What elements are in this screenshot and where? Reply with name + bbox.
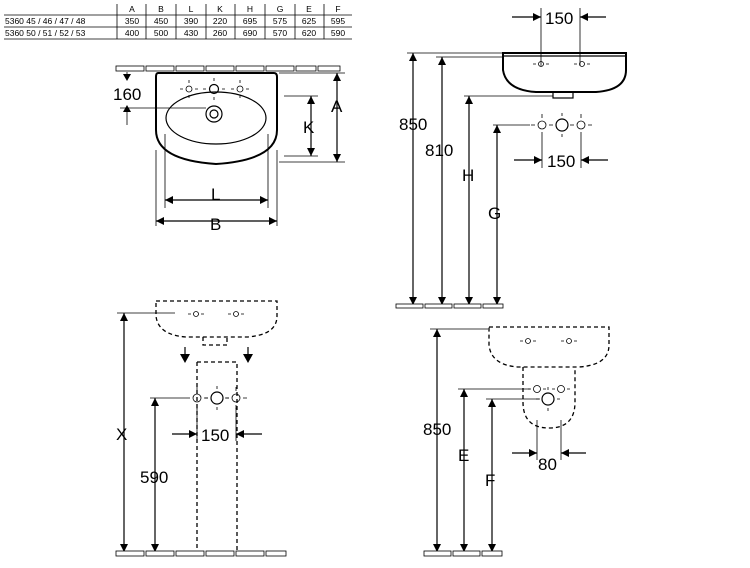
tap-hole-icon (228, 311, 244, 317)
drain-icon (205, 105, 223, 123)
row1-a: 350 (125, 16, 139, 26)
dim-850-side: 850 (399, 115, 427, 134)
row1-e: 625 (302, 16, 316, 26)
dim-160: 160 (113, 85, 141, 104)
drain-outlet (552, 91, 574, 99)
wall-strip-top (115, 65, 341, 72)
tap-hole-icon (574, 61, 590, 67)
semipedestal-dashed-outline (522, 367, 576, 429)
tap-hole-icon (231, 80, 249, 98)
label-x: X (116, 425, 127, 444)
pedestal-dashed-outline (196, 361, 238, 552)
tap-hole-icon (188, 311, 204, 317)
floor-strip-semipedestal (423, 550, 503, 557)
row2-f: 590 (331, 28, 345, 38)
row1-model: 5360 45 / 46 / 47 / 48 (5, 16, 86, 26)
dim-150-mid: 150 (547, 152, 575, 171)
row1-l: 390 (184, 16, 198, 26)
label-f: F (485, 471, 495, 490)
top-view: 160 A K L B (113, 65, 345, 234)
basin-dashed-outline (488, 326, 610, 368)
row1-f: 595 (331, 16, 345, 26)
row1-k: 220 (213, 16, 227, 26)
supply-connection-icon (225, 387, 247, 409)
side-view: 150 850 810 H (395, 8, 627, 309)
dim-150-pedestal: 150 (201, 426, 229, 445)
pedestal-view: X 590 150 (115, 300, 287, 557)
label-k: K (303, 118, 315, 137)
basin-dashed-outline (155, 300, 278, 338)
row2-h: 690 (243, 28, 257, 38)
row2-a: 400 (125, 28, 139, 38)
supply-connection-icon (205, 386, 229, 410)
floor-strip-pedestal (115, 550, 287, 557)
supply-connection-icon (528, 385, 546, 393)
dimension-table: A B L K H G E F 5360 45 / 46 / 47 / 48 3… (4, 4, 352, 40)
header-g: G (277, 4, 284, 14)
dim-590: 590 (140, 468, 168, 487)
tap-hole-icon (203, 78, 225, 100)
label-l: L (211, 185, 220, 204)
row2-e: 620 (302, 28, 316, 38)
tap-hole-icon (520, 338, 536, 344)
row2-model: 5360 50 / 51 / 52 / 53 (5, 28, 86, 38)
row2-g: 570 (273, 28, 287, 38)
supply-connection-icon (531, 114, 553, 136)
tap-hole-icon (180, 80, 198, 98)
header-a: A (129, 4, 135, 14)
supply-connection-icon (552, 385, 570, 393)
row2-b: 500 (154, 28, 168, 38)
header-k: K (217, 4, 223, 14)
header-f: F (335, 4, 340, 14)
label-b: B (210, 215, 221, 234)
header-b: B (158, 4, 164, 14)
semipedestal-view: 850 E F 80 (423, 326, 610, 557)
supply-connection-icon (570, 114, 592, 136)
supply-connection-icon (536, 387, 560, 411)
supply-connection-icon (555, 113, 569, 137)
header-l: L (189, 4, 194, 14)
tap-hole-icon (561, 338, 577, 344)
tap-hole-icon (533, 61, 549, 67)
bowl-outline (165, 91, 267, 145)
header-e: E (306, 4, 312, 14)
row1-b: 450 (154, 16, 168, 26)
arrow-down-icon (243, 347, 253, 363)
dim-80: 80 (538, 455, 557, 474)
row2-k: 260 (213, 28, 227, 38)
row1-g: 575 (273, 16, 287, 26)
label-g: G (488, 204, 501, 223)
arrow-down-icon (180, 347, 190, 363)
label-h: H (462, 166, 474, 185)
header-h: H (247, 4, 253, 14)
basin-outline-front (502, 52, 627, 93)
floor-strip-side (395, 303, 504, 309)
basin-outline-top (155, 72, 278, 166)
row1-h: 695 (243, 16, 257, 26)
dim-850-semipedestal: 850 (423, 420, 451, 439)
dim-150-top: 150 (545, 9, 573, 28)
label-e: E (458, 446, 469, 465)
label-a: A (331, 97, 343, 116)
row2-l: 430 (184, 28, 198, 38)
dim-810: 810 (425, 141, 453, 160)
